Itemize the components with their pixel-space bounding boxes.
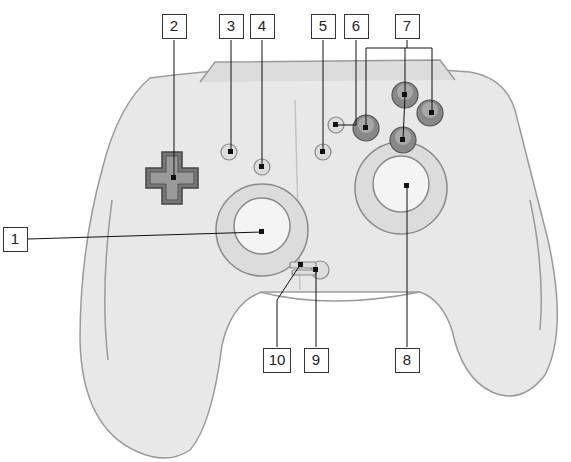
callout-number: 9 — [304, 348, 329, 373]
callout-number: 4 — [250, 14, 275, 39]
analog-sticks — [216, 142, 447, 276]
callout-number: 6 — [344, 14, 369, 39]
leader-lines — [28, 40, 432, 347]
callout-number: 7 — [395, 14, 420, 39]
callout-number: 2 — [162, 14, 187, 39]
leader-dots — [171, 92, 434, 272]
small-buttons — [221, 117, 344, 279]
d-pad — [146, 152, 198, 204]
callout-number: 5 — [311, 14, 336, 39]
callout-number: 3 — [219, 14, 244, 39]
controller-body — [80, 60, 557, 458]
callout-number: 10 — [263, 348, 292, 373]
callout-number: 1 — [3, 227, 28, 252]
callout-number: 8 — [395, 348, 420, 373]
